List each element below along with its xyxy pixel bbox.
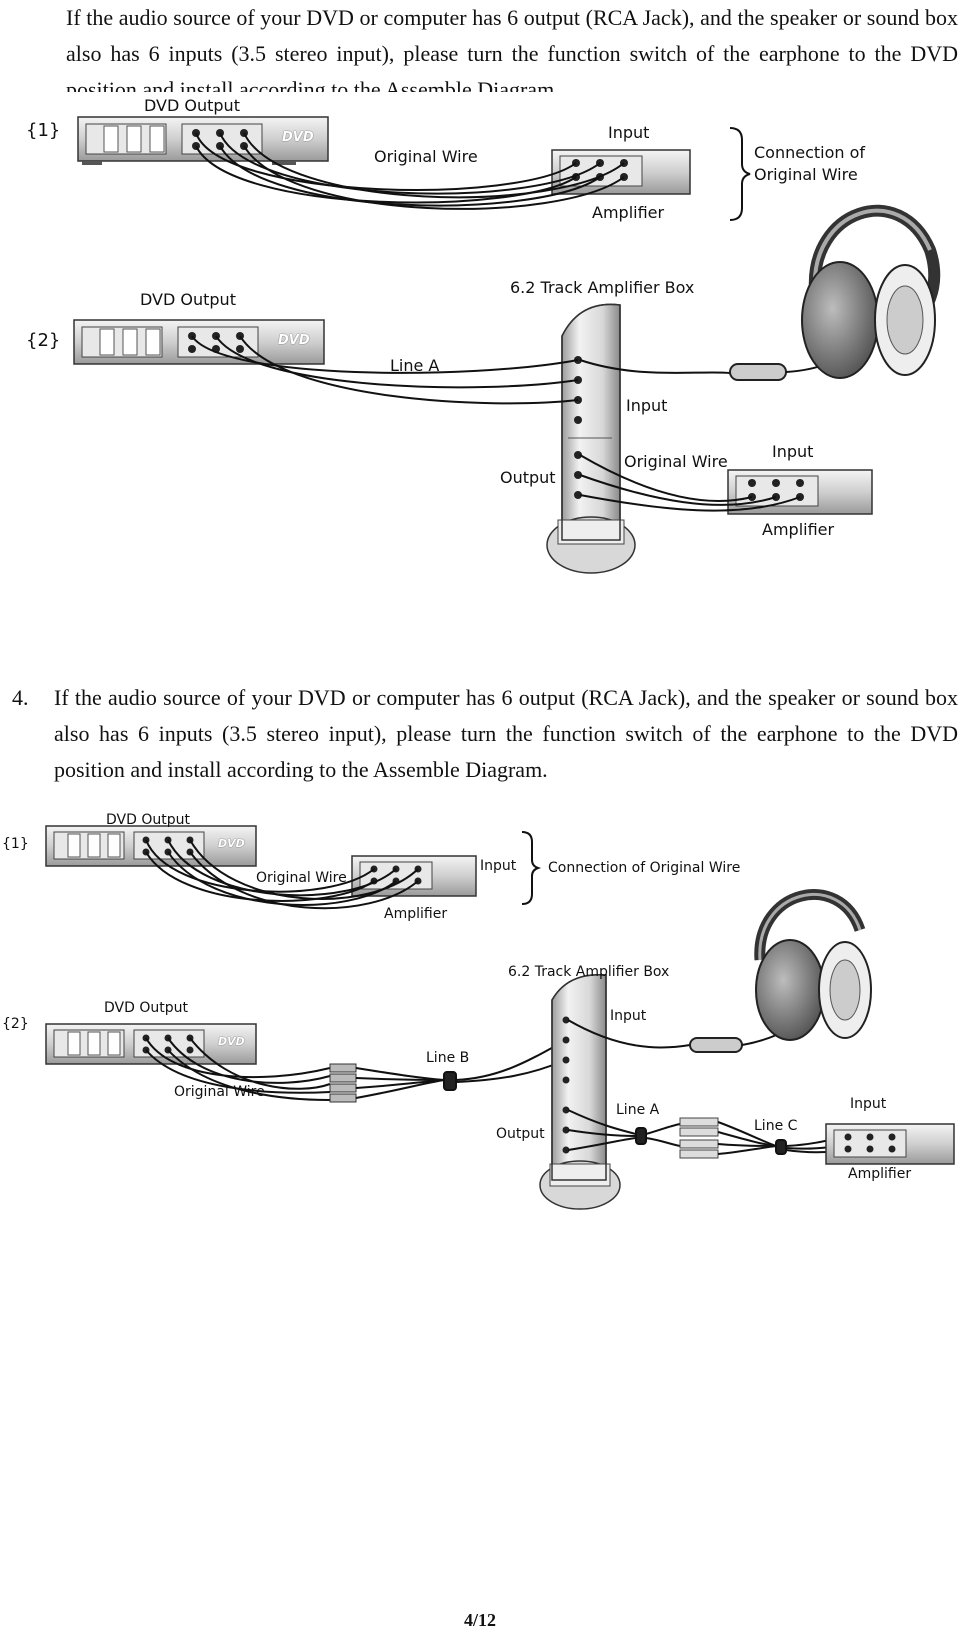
- d3-step2-input-label: Input: [772, 442, 814, 461]
- section-4-text: If the audio source of your DVD or compu…: [54, 685, 958, 782]
- d4-step1-amplifier-device: [351, 855, 477, 897]
- d4-step2-original-wires: [145, 1037, 331, 1101]
- d4-step2-line-a: [567, 1109, 681, 1151]
- d3-step1-dvd-device: [77, 116, 329, 165]
- d4-step2-line-b: [355, 1039, 567, 1099]
- d4-step1-connection-label: Connection of Original Wire: [548, 860, 741, 876]
- d4-step1-dvd-logo: DVD: [218, 837, 245, 850]
- d3-step2-marker: {2}: [26, 330, 61, 351]
- d4-headphones: [754, 888, 872, 1041]
- section-4-number: 4.: [12, 685, 29, 710]
- d4-step1-original-wires: [145, 839, 419, 910]
- d4-step1-brace: [521, 831, 542, 905]
- d4-step1-input-label: Input: [480, 858, 517, 874]
- d3-step2-output-label: Output: [500, 468, 556, 487]
- d4-step2-adapters: [679, 1117, 719, 1159]
- d3-step2-amplifier-device: [727, 469, 873, 515]
- d4-step2-amplifier-device: [825, 1123, 955, 1165]
- d4-step2-dvd-logo: DVD: [218, 1035, 245, 1048]
- d4-step1-dvd-output-label: DVD Output: [106, 812, 190, 828]
- d4-step2-line-a-label: Line A: [616, 1102, 660, 1118]
- section-3-text: If the audio source of your DVD or compu…: [66, 5, 958, 92]
- d4-step2-dvd-output-label: DVD Output: [104, 1000, 188, 1016]
- d3-step1-original-wire-label: Original Wire: [374, 147, 478, 166]
- d3-step2-input-top-label: Input: [626, 396, 668, 415]
- d3-step1-brace: [729, 127, 751, 221]
- d3-step1-original-wires: [195, 132, 625, 210]
- d3-step1-marker: {1}: [26, 120, 61, 141]
- d3-step1-dvd-output-label: DVD Output: [144, 96, 240, 115]
- d4-step2-output-label: Output: [496, 1126, 545, 1142]
- d3-step2-amp-box-label: 6.2 Track Amplifier Box: [510, 278, 695, 297]
- d4-step2-amplifier-label: Amplifier: [848, 1166, 912, 1182]
- d4-step1-marker: {1}: [2, 836, 29, 852]
- d4-step1-dvd-device: [45, 825, 257, 867]
- d4-step2-line-c-label: Line C: [754, 1118, 798, 1134]
- d3-step2-line-a: [191, 335, 579, 405]
- d4-step2-line-b-label: Line B: [426, 1050, 470, 1066]
- section-3-paragraph: 3. If the audio source of your DVD or co…: [66, 0, 958, 92]
- d4-step1-original-wire-label: Original Wire: [256, 870, 347, 886]
- d3-step2-amplifier-tower: [546, 303, 636, 574]
- d3-step2-dvd-device: [73, 319, 325, 365]
- d4-step2-amp-box-label: 6.2 Track Amplifier Box: [508, 964, 670, 980]
- d3-step2-original-wires: [579, 454, 801, 512]
- d3-step1-dvd-logo: DVD: [282, 130, 314, 145]
- d3-step1-input-label: Input: [608, 123, 650, 142]
- d4-step2-amplifier-tower: [539, 973, 621, 1210]
- d3-step2-amplifier-label: Amplifier: [762, 520, 835, 539]
- d3-step1-amplifier-device: [551, 149, 691, 195]
- d3-headphones: [801, 204, 941, 379]
- d4-step2-marker: {2}: [2, 1016, 29, 1032]
- d3-step2-line-a-label: Line A: [390, 356, 440, 375]
- page-number: 4/12: [463, 1610, 496, 1630]
- d4-step1-amplifier-label: Amplifier: [384, 906, 448, 922]
- d4-step2-rca-plugs: [329, 1063, 357, 1103]
- d3-step1-connection-label: Connection of Original Wire: [754, 143, 866, 184]
- d3-step2-original-wire-label: Original Wire: [624, 452, 728, 471]
- d4-step2-input-label: Input: [850, 1096, 887, 1112]
- d3-step2-dvd-logo: DVD: [278, 333, 310, 348]
- d3-step1-amplifier-label: Amplifier: [592, 203, 665, 222]
- section-4-paragraph: 4. If the audio source of your DVD or co…: [12, 680, 958, 788]
- d4-step2-input-top-label: Input: [610, 1008, 647, 1024]
- d3-step2-dvd-output-label: DVD Output: [140, 290, 236, 309]
- d4-step2-original-wire-label: Original Wire: [174, 1084, 265, 1100]
